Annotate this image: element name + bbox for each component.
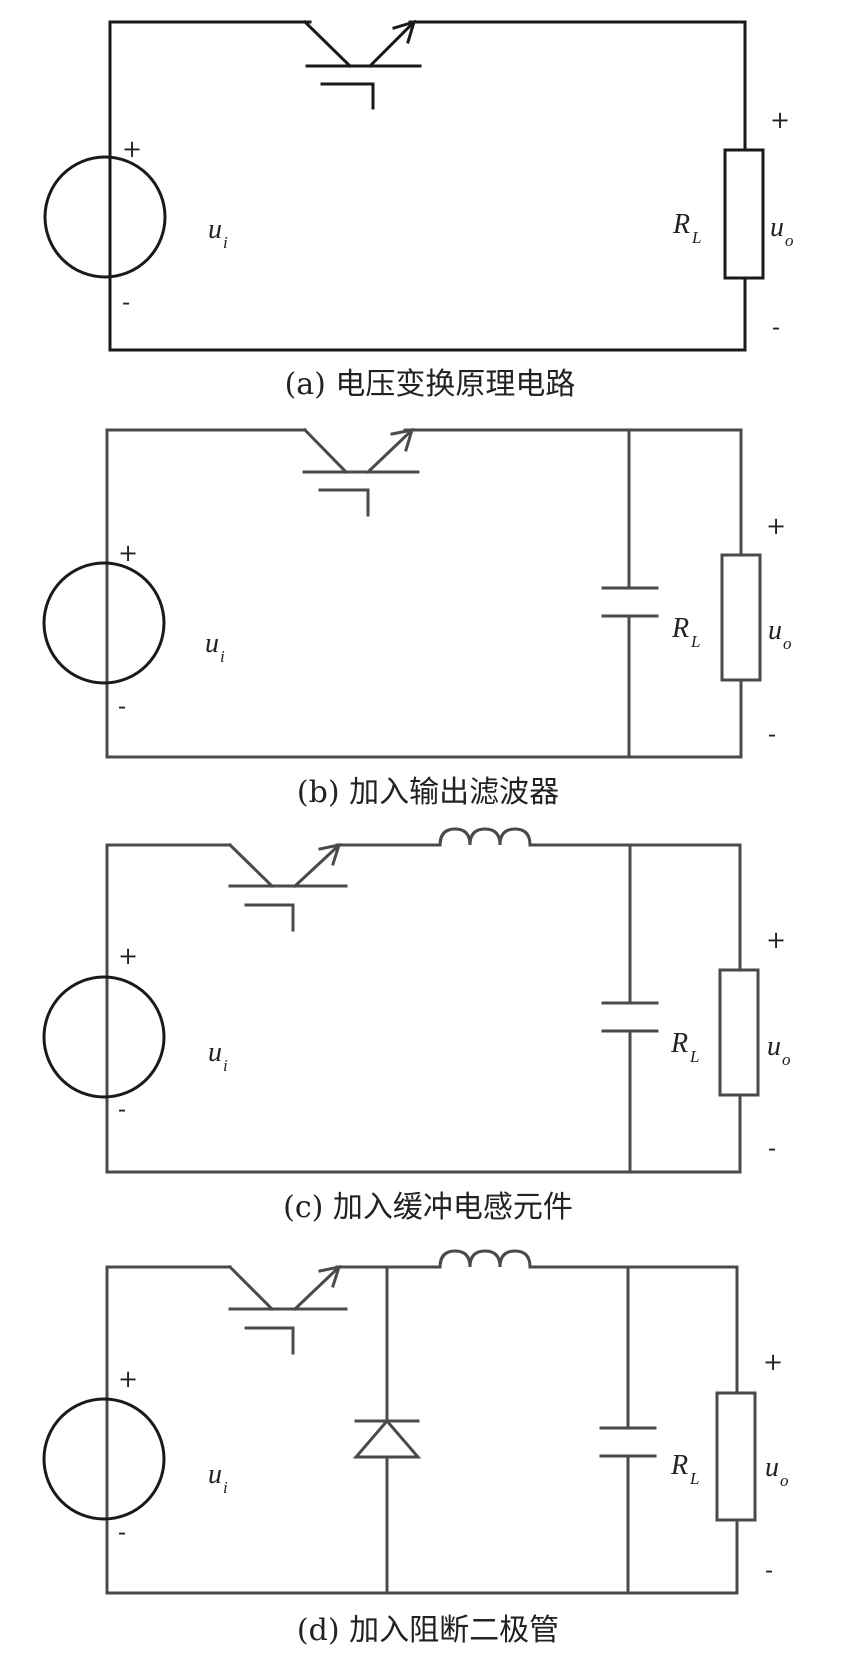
panel-c-input-voltage-label: u [208, 1037, 222, 1068]
panel-a-output-minus: - [772, 313, 780, 341]
panel-a: + - + - u i R L u o (a) 电压变换原理电路 [43, 19, 794, 402]
panel-d-output-plus: + [763, 1348, 783, 1376]
panel-c-voltage-source [42, 975, 166, 1099]
panel-d-output-voltage-label: u [765, 1452, 779, 1483]
panel-a-input-minus: - [122, 288, 130, 316]
panel-d-load-label: R [670, 1450, 688, 1481]
panel-a-output-plus: + [770, 106, 790, 134]
panel-b-load-sub: L [690, 632, 700, 651]
panel-b-load-label: R [671, 613, 689, 644]
panel-b-wiring [105, 428, 743, 759]
panel-d-transistor-switch [227, 1264, 348, 1355]
panel-c-caption: (c) 加入缓冲电感元件 [283, 1190, 573, 1225]
panel-c: + - + - u i R L u o (c) 加入缓冲电感元件 [42, 827, 791, 1225]
panel-b-output-minus: - [768, 720, 776, 748]
panel-c-transistor-switch [227, 842, 348, 932]
panel-d-caption: (d) 加入阻断二极管 [297, 1613, 559, 1648]
panel-b-input-voltage-sub: i [220, 647, 225, 666]
panel-b-transistor-switch [302, 427, 420, 517]
panel-d-filter-capacitor [599, 1426, 657, 1458]
panel-a-voltage-source [43, 155, 167, 279]
panel-c-output-voltage-label: u [767, 1031, 781, 1062]
panel-c-input-plus: + [118, 942, 138, 970]
panel-d-buffer-inductor [438, 1249, 542, 1269]
panel-c-wiring [105, 843, 742, 1174]
panel-b-output-plus: + [766, 512, 786, 540]
panel-b-input-plus: + [118, 539, 138, 567]
panel-c-output-minus: - [768, 1134, 776, 1162]
panel-d-input-voltage-sub: i [223, 1478, 228, 1497]
panel-b-input-minus: - [118, 692, 126, 720]
panel-b-input-voltage-label: u [205, 628, 219, 659]
panel-b-load-resistor [720, 553, 762, 682]
panel-a-wiring [108, 20, 747, 352]
panel-c-input-voltage-sub: i [223, 1056, 228, 1075]
panel-a-input-voltage-sub: i [223, 233, 228, 252]
panel-d-wiring [105, 1265, 739, 1595]
panel-c-output-plus: + [766, 926, 786, 954]
panel-a-load-label: R [672, 209, 690, 240]
panel-d-voltage-source [42, 1397, 166, 1521]
panel-b-voltage-source [42, 561, 166, 685]
panel-d-output-voltage-sub: o [780, 1471, 789, 1490]
panel-c-load-sub: L [689, 1047, 699, 1066]
panel-c-load-resistor [718, 968, 760, 1097]
panel-d-blocking-diode [352, 1418, 422, 1459]
panel-c-load-label: R [670, 1028, 688, 1059]
panel-b-output-voltage-sub: o [783, 634, 792, 653]
panel-a-transistor-switch [302, 19, 422, 110]
panel-d-input-minus: - [118, 1518, 126, 1546]
panel-a-input-plus: + [122, 135, 142, 163]
panel-a-caption: (a) 电压变换原理电路 [285, 367, 576, 402]
panel-b-caption: (b) 加入输出滤波器 [297, 775, 559, 810]
panel-a-output-voltage-sub: o [785, 231, 794, 250]
panel-c-input-minus: - [118, 1095, 126, 1123]
panel-d: + - + - u i R L u o (d) 加入阻断二极管 [42, 1249, 789, 1648]
panel-d-load-resistor [715, 1391, 757, 1522]
panel-d-output-minus: - [765, 1556, 773, 1584]
panel-c-output-voltage-sub: o [782, 1050, 791, 1069]
panel-b-filter-capacitor [601, 586, 659, 618]
panel-d-input-voltage-label: u [208, 1459, 222, 1490]
panel-b-output-voltage-label: u [768, 615, 782, 646]
panel-c-filter-capacitor [601, 1001, 659, 1033]
panel-b: + - + - u i R L u o (b) 加入输出滤波器 [42, 427, 792, 810]
panel-d-load-sub: L [689, 1469, 699, 1488]
panel-c-buffer-inductor [438, 827, 542, 847]
panel-a-input-voltage-label: u [208, 214, 222, 245]
panel-a-load-sub: L [691, 228, 701, 247]
panel-d-input-plus: + [118, 1365, 138, 1393]
panel-a-output-voltage-label: u [770, 212, 784, 243]
panel-a-load-resistor [723, 148, 765, 280]
